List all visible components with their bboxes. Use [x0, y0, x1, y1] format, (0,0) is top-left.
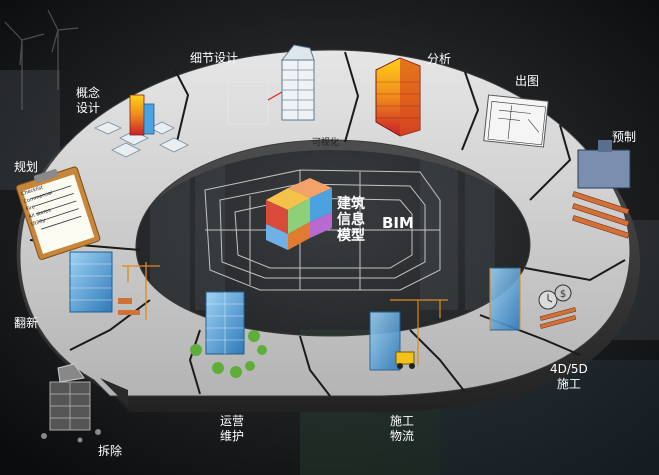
stage-drawing-line-1: 出图: [515, 74, 540, 88]
bim-cube-icon: [266, 178, 332, 250]
analysis-heatmap-tower-icon: [375, 57, 421, 137]
inner-caption-visualization: 可视化: [312, 138, 340, 148]
clipboard-icon: [15, 166, 101, 260]
stage-concept-line-2: 设计: [76, 101, 101, 115]
stage-prefab-line-1: 预制: [612, 130, 637, 144]
stage-analysis-line-1: 分析: [427, 52, 452, 66]
demolition-building-icon: [41, 363, 101, 443]
svg-text:$: $: [560, 289, 566, 300]
stage-construction-line-1: 4D/5D: [550, 362, 588, 376]
stage-label-construction: 4D/5D 施工: [550, 362, 588, 392]
stage-renovation-line-1: 翻新: [14, 316, 39, 330]
bim-title-line-2: 信息: [337, 212, 365, 228]
stage-construction-line-2: 施工: [556, 377, 581, 391]
stage-label-detail: 细节设计: [190, 51, 238, 66]
stage-operation-line-1: 运营: [220, 414, 245, 428]
stage-label-logistics: 施工 物流: [390, 414, 414, 444]
stage-label-analysis: 分析: [427, 52, 451, 67]
operation-building-icon: [190, 291, 267, 378]
stage-label-concept: 概念 设计: [76, 86, 100, 116]
ring-face: [19, 49, 631, 397]
stage-planning-line-1: 规划: [14, 160, 39, 174]
detail-tower-icon: [227, 44, 315, 125]
stage-label-renovation: 翻新: [14, 316, 38, 331]
stage-logistics-line-2: 物流: [390, 429, 415, 443]
bim-title-line-3: 模型: [337, 228, 365, 244]
stage-label-planning: 规划: [14, 160, 38, 175]
bim-acronym: BIM: [382, 214, 414, 232]
wind-turbine-icon: [4, 9, 79, 110]
stage-label-demolition: 拆除: [98, 444, 122, 459]
construction-logistics-icon: [369, 299, 448, 371]
prefab-factory-icon: [572, 140, 631, 239]
bim-title: 建筑 信息 模型: [337, 196, 365, 244]
bim-title-line-1: 建筑: [337, 196, 365, 212]
stage-label-drawing: 出图: [515, 74, 539, 89]
concept-massing-icon: [94, 94, 189, 158]
stage-detail-line-1: 细节设计: [190, 51, 239, 65]
cycle-arrow-tail: [100, 378, 128, 406]
stage-label-prefab: 预制: [612, 130, 636, 145]
renovation-building-icon: [69, 251, 160, 320]
construction-4d5d-icon: $: [489, 267, 577, 331]
stage-operation-line-2: 维护: [220, 429, 245, 443]
drawing-sheets-icon: [483, 94, 549, 148]
stage-demolition-line-1: 拆除: [98, 444, 123, 458]
stage-logistics-line-1: 施工: [390, 414, 415, 428]
stage-concept-line-1: 概念: [76, 86, 101, 100]
stage-label-operation: 运营 维护: [220, 414, 244, 444]
